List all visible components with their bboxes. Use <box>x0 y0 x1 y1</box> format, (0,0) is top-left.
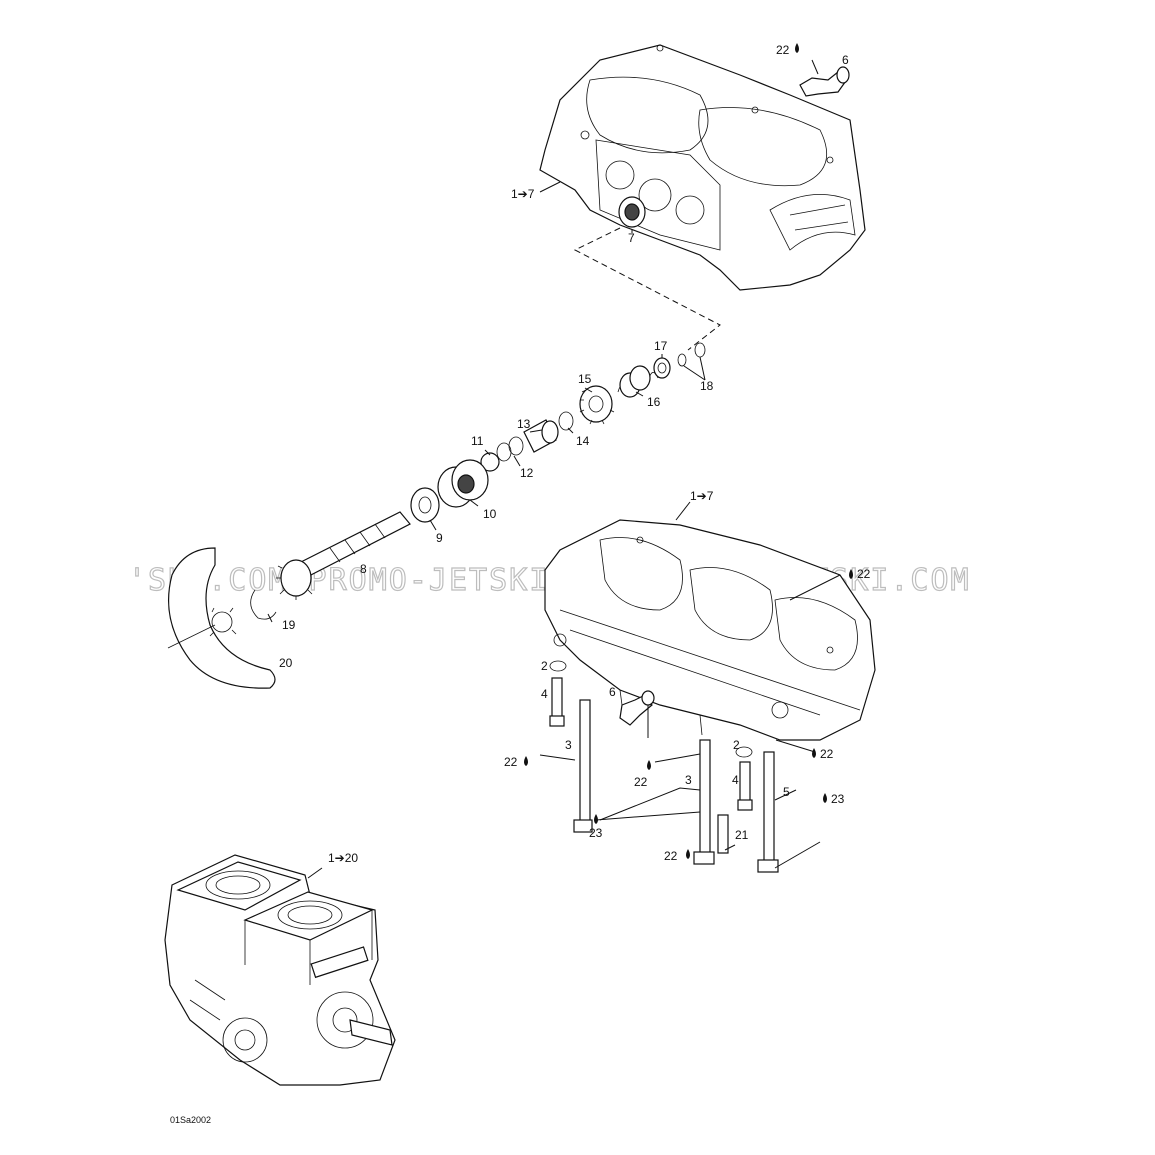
drop-icon <box>823 793 827 803</box>
callout-19: 19 <box>282 618 296 632</box>
lubricant-drop-icons <box>524 43 853 859</box>
callout-4-right: 4 <box>732 773 739 787</box>
callout-10: 10 <box>483 507 497 521</box>
callout-23-left: 23 <box>589 826 603 840</box>
main-bearing <box>618 196 646 228</box>
drop-icon <box>795 43 799 53</box>
callout-7: 7 <box>628 231 635 245</box>
callout-1-7-upper: 1➔7 <box>511 187 535 201</box>
assembly-dashed-line <box>573 227 721 351</box>
callout-4-left: 4 <box>541 687 548 701</box>
callout-labels: 22 6 1➔7 7 17 18 15 16 13 14 11 12 10 9 … <box>279 43 871 865</box>
lower-crankcase-half <box>544 519 876 741</box>
callout-22-bottom: 22 <box>664 849 678 863</box>
output-shaft-assembly <box>167 342 706 689</box>
callout-6-top: 6 <box>842 53 849 67</box>
callout-9: 9 <box>436 531 443 545</box>
bolt-set <box>549 660 779 873</box>
callout-16: 16 <box>647 395 661 409</box>
callout-20: 20 <box>279 656 293 670</box>
callout-21: 21 <box>735 828 749 842</box>
drop-icon <box>686 849 690 859</box>
upper-leader-lines <box>267 59 819 879</box>
callout-15: 15 <box>578 372 592 386</box>
drop-icon <box>647 760 651 770</box>
upper-crankcase-half <box>539 44 866 291</box>
callout-12: 12 <box>520 466 534 480</box>
callout-18: 18 <box>700 379 714 393</box>
callout-1-20: 1➔20 <box>328 851 358 865</box>
drop-icon <box>849 569 853 579</box>
callout-23-right: 23 <box>831 792 845 806</box>
assembled-engine-illustration <box>164 854 396 1086</box>
diagram-code: 01Sa2002 <box>170 1115 211 1125</box>
callout-8: 8 <box>360 562 367 576</box>
callout-6-lower: 6 <box>609 685 616 699</box>
callout-2-left: 2 <box>541 659 548 673</box>
drop-icon <box>524 756 528 766</box>
callout-1-7-lower: 1➔7 <box>690 489 714 503</box>
callout-2-right: 2 <box>733 738 740 752</box>
callout-13: 13 <box>517 417 531 431</box>
callout-22-lower-right: 22 <box>857 567 871 581</box>
lower-leader-lines <box>539 574 841 869</box>
callout-22-top: 22 <box>776 43 790 57</box>
callout-3-left: 3 <box>565 738 572 752</box>
callout-22-mid: 22 <box>634 775 648 789</box>
callout-17: 17 <box>654 339 668 353</box>
callout-22-right: 22 <box>820 747 834 761</box>
callout-3-right: 3 <box>685 773 692 787</box>
callout-14: 14 <box>576 434 590 448</box>
elbow-fitting-top <box>799 66 850 97</box>
callout-11: 11 <box>471 434 484 448</box>
callout-5: 5 <box>783 785 790 799</box>
drop-icon <box>594 814 598 824</box>
callout-22-left: 22 <box>504 755 518 769</box>
drop-icon <box>812 748 816 758</box>
